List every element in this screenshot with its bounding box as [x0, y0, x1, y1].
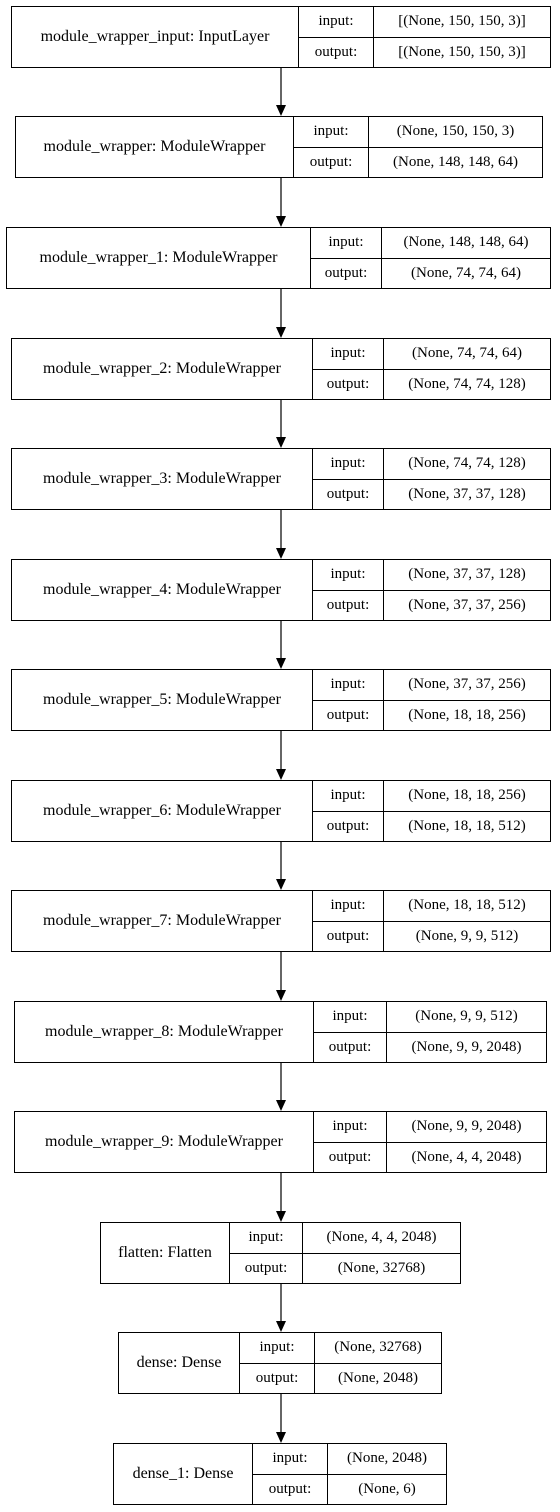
- layer-name: module_wrapper: ModuleWrapper: [16, 117, 294, 177]
- arrowhead-icon: [276, 658, 286, 669]
- layer-name: module_wrapper_5: ModuleWrapper: [12, 670, 313, 730]
- input-label: input:: [314, 1002, 386, 1033]
- output-label: output:: [255, 1369, 299, 1386]
- output-label: output:: [326, 706, 370, 723]
- input-label: input:: [230, 1223, 302, 1254]
- input-label: input:: [294, 117, 368, 148]
- input-label: input:: [313, 339, 383, 370]
- layer-node-module-wrapper-3: module_wrapper_3: ModuleWrapper input: ou…: [11, 448, 551, 510]
- output-shape: [(None, 150, 150, 3)]: [398, 43, 526, 60]
- layer-name: module_wrapper_7: ModuleWrapper: [12, 891, 313, 951]
- output-label: output:: [326, 375, 370, 392]
- arrowhead-icon: [276, 990, 286, 1001]
- layer-name: flatten: Flatten: [101, 1223, 230, 1283]
- layer-node-module-wrapper-5: module_wrapper_5: ModuleWrapper input: ou…: [11, 669, 551, 731]
- output-shape: (None, 74, 74, 64): [411, 264, 521, 281]
- output-label: output:: [314, 43, 358, 60]
- arrowhead-icon: [276, 1321, 286, 1332]
- input-label: input:: [313, 560, 383, 591]
- layer-node-flatten: flatten: Flatten input: output: (None, 4,…: [100, 1222, 461, 1284]
- arrowhead-icon: [276, 216, 286, 227]
- output-label: output:: [326, 485, 370, 502]
- input-label: input:: [314, 1112, 386, 1143]
- output-shape: (None, 148, 148, 64): [393, 153, 518, 170]
- output-shape: (None, 74, 74, 128): [408, 375, 526, 392]
- input-shape: (None, 9, 9, 512): [387, 1002, 546, 1033]
- output-label: output:: [309, 153, 353, 170]
- output-label: output:: [326, 817, 370, 834]
- layer-name: module_wrapper_1: ModuleWrapper: [7, 228, 311, 288]
- layer-name: dense_1: Dense: [114, 1444, 253, 1504]
- input-label: input:: [313, 670, 383, 701]
- output-shape: (None, 4, 4, 2048): [411, 1148, 522, 1165]
- input-label: input:: [313, 449, 383, 480]
- layer-node-module-wrapper-input: module_wrapper_input: InputLayer input: o…: [11, 6, 551, 68]
- input-shape: (None, 74, 74, 128): [384, 449, 550, 480]
- arrowhead-icon: [276, 1432, 286, 1443]
- arrowhead-icon: [276, 105, 286, 116]
- arrowhead-icon: [276, 437, 286, 448]
- input-shape: (None, 4, 4, 2048): [303, 1223, 460, 1254]
- input-shape: (None, 37, 37, 256): [384, 670, 550, 701]
- output-label: output:: [268, 1480, 312, 1497]
- layer-node-module-wrapper-2: module_wrapper_2: ModuleWrapper input: ou…: [11, 338, 551, 400]
- output-shape: (None, 9, 9, 512): [415, 927, 519, 944]
- input-label: input:: [311, 228, 381, 259]
- layer-name: module_wrapper_2: ModuleWrapper: [12, 339, 313, 399]
- layer-name: module_wrapper_3: ModuleWrapper: [12, 449, 313, 509]
- layer-node-module-wrapper-6: module_wrapper_6: ModuleWrapper input: ou…: [11, 780, 551, 842]
- layer-node-dense: dense: Dense input: output: (None, 32768)…: [118, 1332, 442, 1394]
- layer-name: dense: Dense: [119, 1333, 240, 1393]
- output-shape: (None, 9, 9, 2048): [411, 1038, 522, 1055]
- output-shape: (None, 18, 18, 512): [408, 817, 526, 834]
- layer-node-module-wrapper-9: module_wrapper_9: ModuleWrapper input: ou…: [14, 1111, 547, 1173]
- layer-node-dense-1: dense_1: Dense input: output: (None, 2048…: [113, 1443, 447, 1505]
- layer-name: module_wrapper_6: ModuleWrapper: [12, 781, 313, 841]
- output-shape: (None, 6): [358, 1480, 416, 1497]
- layer-name: module_wrapper_4: ModuleWrapper: [12, 560, 313, 620]
- output-shape: (None, 2048): [338, 1369, 418, 1386]
- input-shape: (None, 148, 148, 64): [382, 228, 550, 259]
- output-label: output:: [328, 1148, 372, 1165]
- input-shape: (None, 37, 37, 128): [384, 560, 550, 591]
- output-label: output:: [244, 1259, 288, 1276]
- arrowhead-icon: [276, 769, 286, 780]
- layer-name: module_wrapper_8: ModuleWrapper: [15, 1002, 314, 1062]
- layer-node-module-wrapper-1: module_wrapper_1: ModuleWrapper input: ou…: [6, 227, 551, 289]
- input-label: input:: [240, 1333, 314, 1364]
- input-shape: (None, 150, 150, 3): [369, 117, 542, 148]
- output-shape: (None, 32768): [337, 1259, 426, 1276]
- output-shape: (None, 37, 37, 256): [408, 596, 526, 613]
- input-label: input:: [313, 891, 383, 922]
- output-shape: (None, 18, 18, 256): [408, 706, 526, 723]
- input-label: input:: [253, 1444, 327, 1475]
- layer-node-module-wrapper-7: module_wrapper_7: ModuleWrapper input: ou…: [11, 890, 551, 952]
- arrowhead-icon: [276, 879, 286, 890]
- input-shape: (None, 2048): [328, 1444, 446, 1475]
- input-shape: (None, 74, 74, 64): [384, 339, 550, 370]
- arrowhead-icon: [276, 548, 286, 559]
- input-shape: [(None, 150, 150, 3)]: [374, 7, 550, 38]
- arrowhead-icon: [276, 1100, 286, 1111]
- layer-name: module_wrapper_input: InputLayer: [12, 7, 299, 67]
- output-label: output:: [326, 596, 370, 613]
- input-shape: (None, 32768): [315, 1333, 441, 1364]
- output-label: output:: [326, 927, 370, 944]
- arrowhead-icon: [276, 1211, 286, 1222]
- output-label: output:: [324, 264, 368, 281]
- layer-node-module-wrapper-4: module_wrapper_4: ModuleWrapper input: ou…: [11, 559, 551, 621]
- layer-name: module_wrapper_9: ModuleWrapper: [15, 1112, 314, 1172]
- input-shape: (None, 18, 18, 512): [384, 891, 550, 922]
- arrowhead-icon: [276, 327, 286, 338]
- output-shape: (None, 37, 37, 128): [408, 485, 526, 502]
- layer-node-module-wrapper: module_wrapper: ModuleWrapper input: outp…: [15, 116, 543, 178]
- input-shape: (None, 9, 9, 2048): [387, 1112, 546, 1143]
- input-label: input:: [313, 781, 383, 812]
- output-label: output:: [328, 1038, 372, 1055]
- input-label: input:: [299, 7, 373, 38]
- input-shape: (None, 18, 18, 256): [384, 781, 550, 812]
- layer-node-module-wrapper-8: module_wrapper_8: ModuleWrapper input: ou…: [14, 1001, 547, 1063]
